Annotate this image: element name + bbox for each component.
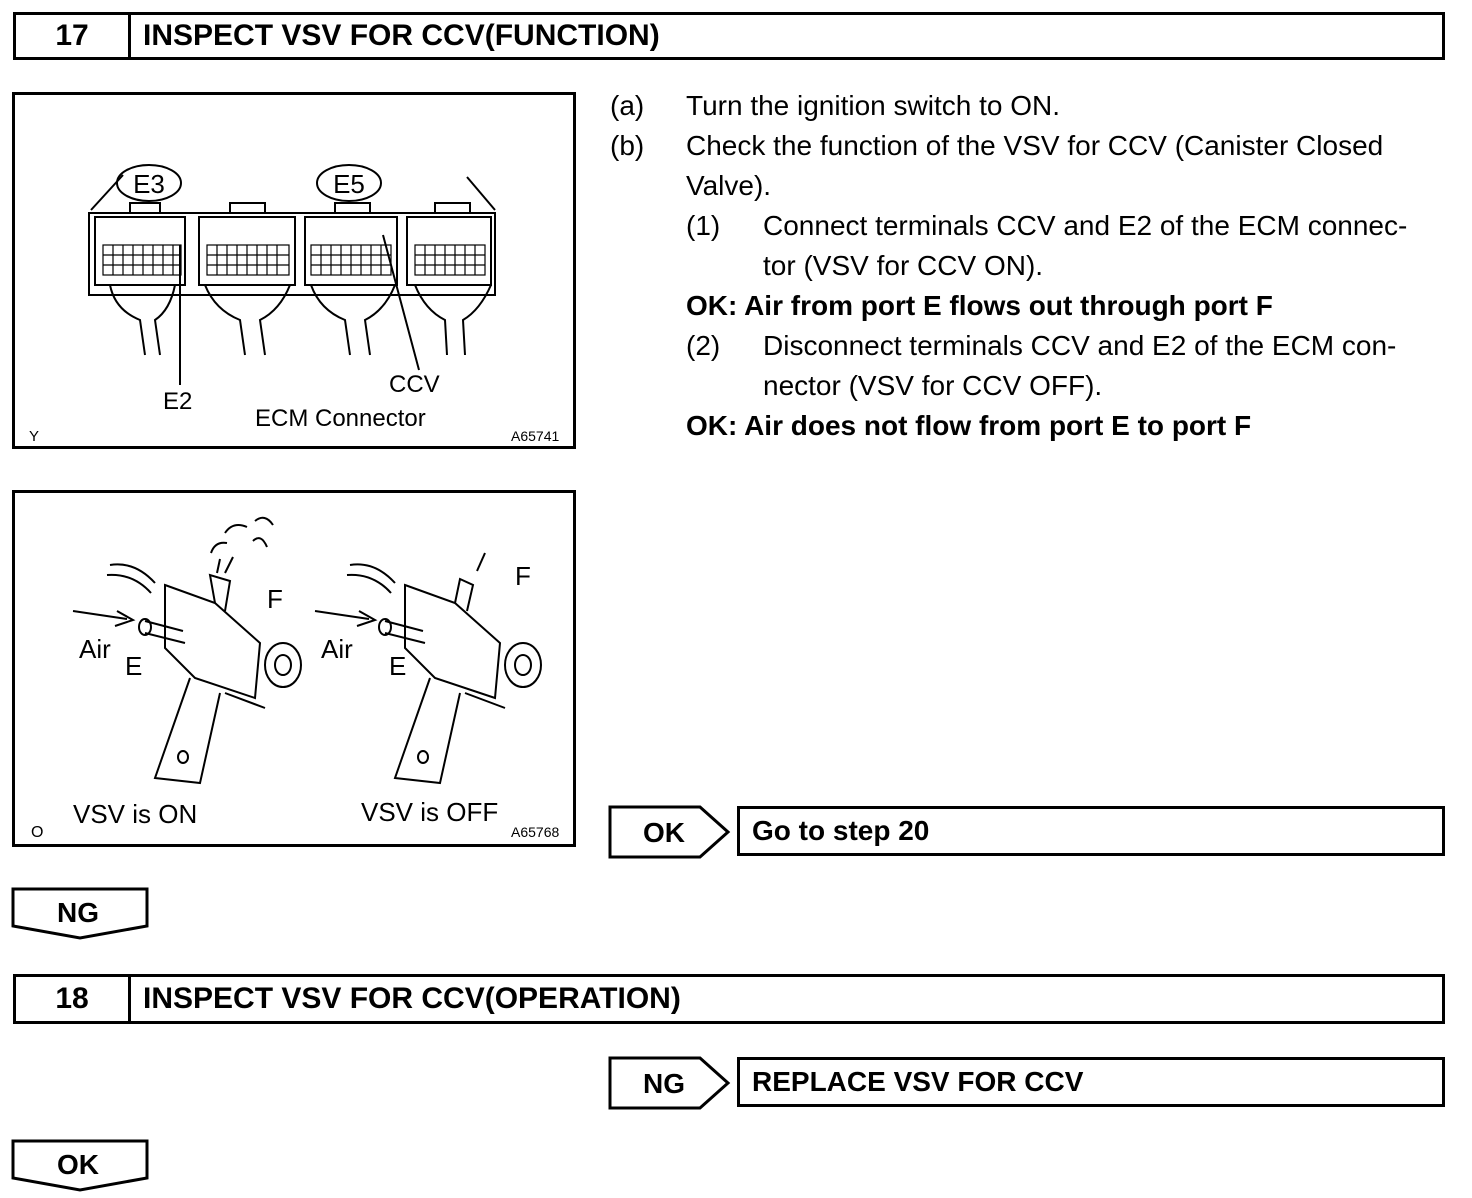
step-a-text: Turn the ignition switch to ON. (686, 90, 1061, 121)
port-f-label-off: F (515, 561, 531, 591)
step-17-header: 17 INSPECT VSV FOR CCV(FUNCTION) (13, 12, 1445, 60)
ecm-connector-figure: E3 E5 E2 CCV ECM Connector Y A65741 (12, 92, 576, 449)
vsv-function-figure: Air E F Air E F VSV is ON VSV is OFF O A… (12, 490, 576, 847)
substep-1-text-cont: tor (VSV for CCV ON). (763, 250, 1044, 281)
figure-corner-mark: Y (29, 428, 39, 445)
substep-2-text-cont: nector (VSV for CCV OFF). (763, 370, 1103, 401)
air-label-off: Air (321, 634, 353, 664)
substep-1-label: (1) (686, 210, 721, 241)
e5-label: E5 (333, 169, 365, 199)
ok-branch-arrow: OK (11, 1139, 149, 1192)
ok-arrow-tag: OK (608, 805, 731, 859)
step-number: 18 (16, 977, 131, 1021)
port-f-label-on: F (267, 584, 283, 614)
ng-tag-label: NG (643, 1068, 685, 1099)
step-b-text: Check the function of the VSV for CCV (C… (686, 130, 1384, 161)
ng-branch-label: NG (57, 897, 99, 928)
air-label-on: Air (79, 634, 111, 664)
ok-criterion-1: OK: Air from port E flows out through po… (686, 290, 1273, 321)
result-text: Go to step 20 (752, 815, 930, 846)
step-b-label: (b) (610, 130, 645, 161)
e3-label: E3 (133, 169, 165, 199)
ok-tag-label: OK (643, 817, 685, 848)
vsv-on-drawing (72, 516, 302, 785)
vsv-on-caption: VSV is ON (73, 799, 197, 829)
figure-code: A65768 (511, 824, 559, 840)
instruction-list: (a) Turn the ignition switch to ON. (b) … (0, 86, 1472, 446)
replace-vsv-box: REPLACE VSV FOR CCV (737, 1057, 1445, 1107)
port-e-label-on: E (125, 651, 142, 681)
step-title: INSPECT VSV FOR CCV(FUNCTION) (143, 19, 660, 52)
substep-2-text: Disconnect terminals CCV and E2 of the E… (763, 330, 1397, 361)
step-b-text-cont: Valve). (686, 170, 772, 201)
figure-caption: ECM Connector (255, 405, 426, 432)
vsv-off-drawing (314, 552, 542, 785)
substep-2-label: (2) (686, 330, 721, 361)
ng-branch-arrow: NG (11, 887, 149, 940)
port-e-label-off: E (389, 651, 406, 681)
ok-branch-label: OK (57, 1149, 99, 1180)
go-to-step-20-box: Go to step 20 (737, 806, 1445, 856)
ccv-label: CCV (389, 371, 440, 398)
ok-criterion-2: OK: Air does not flow from port E to por… (686, 410, 1252, 441)
step-title: INSPECT VSV FOR CCV(OPERATION) (143, 982, 681, 1015)
ng-arrow-tag: NG (608, 1056, 731, 1110)
step-a-label: (a) (610, 90, 645, 121)
figure-corner-mark: O (31, 824, 43, 841)
step-number: 17 (16, 15, 131, 57)
step-18-header: 18 INSPECT VSV FOR CCV(OPERATION) (13, 974, 1445, 1024)
vsv-off-caption: VSV is OFF (361, 797, 498, 827)
figure-code: A65741 (511, 428, 559, 444)
result-text: REPLACE VSV FOR CCV (752, 1066, 1084, 1097)
e2-label: E2 (163, 388, 192, 415)
substep-1-text: Connect terminals CCV and E2 of the ECM … (763, 210, 1408, 241)
